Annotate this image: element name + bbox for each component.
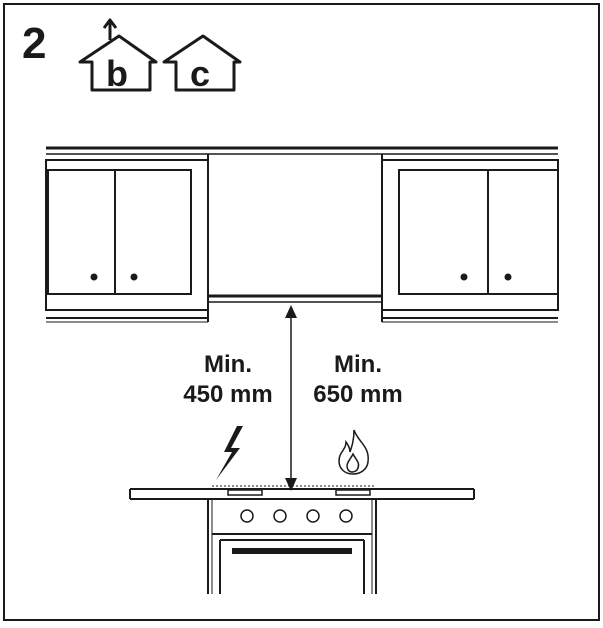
house-recirculation-icon: c: [162, 34, 242, 94]
control-knob: [339, 509, 353, 523]
left-wall-cabinet: [45, 159, 209, 323]
house-recirculation-letter: c: [190, 53, 210, 94]
control-knob: [273, 509, 287, 523]
control-knob: [306, 509, 320, 523]
hob-burners: [227, 489, 371, 496]
gas-clearance-label: Min. 650 mm: [296, 350, 420, 410]
cabinet-top-lines: [46, 146, 558, 155]
gas-clearance-min: Min.: [334, 351, 382, 378]
diagram-border: [3, 3, 600, 621]
electric-clearance-label: Min. 450 mm: [166, 350, 290, 410]
clearance-dimension-arrow: [285, 305, 297, 491]
gas-clearance-value: 650 mm: [313, 381, 403, 408]
house-extraction-letter: b: [106, 53, 128, 94]
cooker-hood: [207, 154, 383, 322]
countertop: [129, 485, 475, 500]
oven-door-handle: [232, 548, 352, 554]
electric-clearance-min: Min.: [204, 351, 252, 378]
right-wall-cabinet: [381, 159, 559, 323]
cooker-range: [207, 499, 377, 594]
house-extraction-icon: b: [78, 18, 158, 94]
electric-clearance-value: 450 mm: [183, 381, 273, 408]
lightning-icon: [216, 426, 243, 480]
control-knob: [240, 509, 254, 523]
flame-icon: [338, 429, 369, 475]
step-number: 2: [22, 19, 47, 68]
